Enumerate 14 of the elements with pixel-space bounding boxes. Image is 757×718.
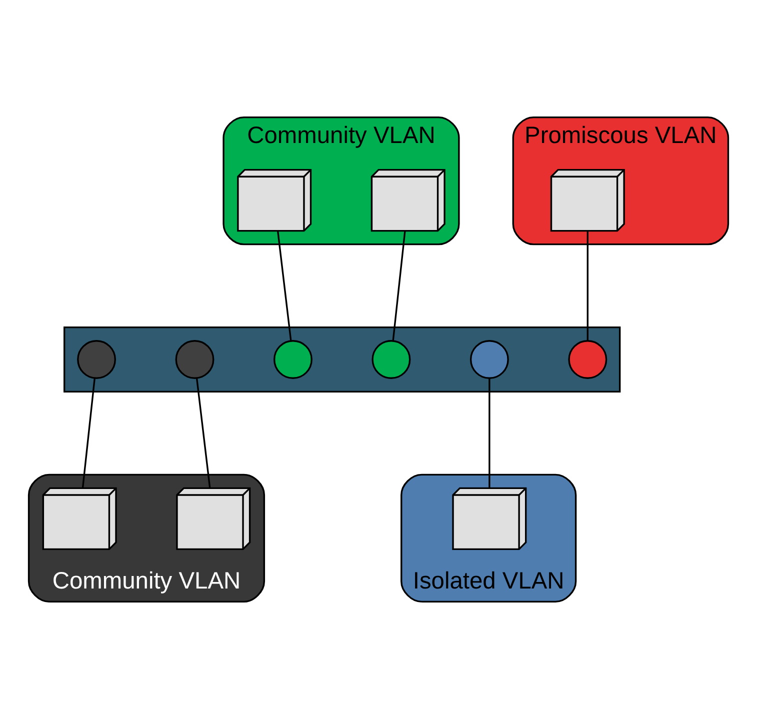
- node-circle: [175, 340, 214, 378]
- cluster: [64, 326, 621, 392]
- cluster: Promiscous VLAN: [512, 116, 730, 245]
- connector: [488, 378, 490, 488]
- cluster: Isolated VLAN: [400, 473, 577, 602]
- connector: [277, 230, 292, 340]
- node-circle: [470, 340, 509, 378]
- node-circle: [372, 340, 411, 378]
- connector: [586, 230, 588, 340]
- cluster: Community VLAN: [28, 473, 266, 602]
- node-circle: [274, 340, 312, 378]
- node-circle: [568, 340, 608, 378]
- node-circle: [77, 340, 116, 378]
- cluster: Community VLAN: [222, 116, 460, 245]
